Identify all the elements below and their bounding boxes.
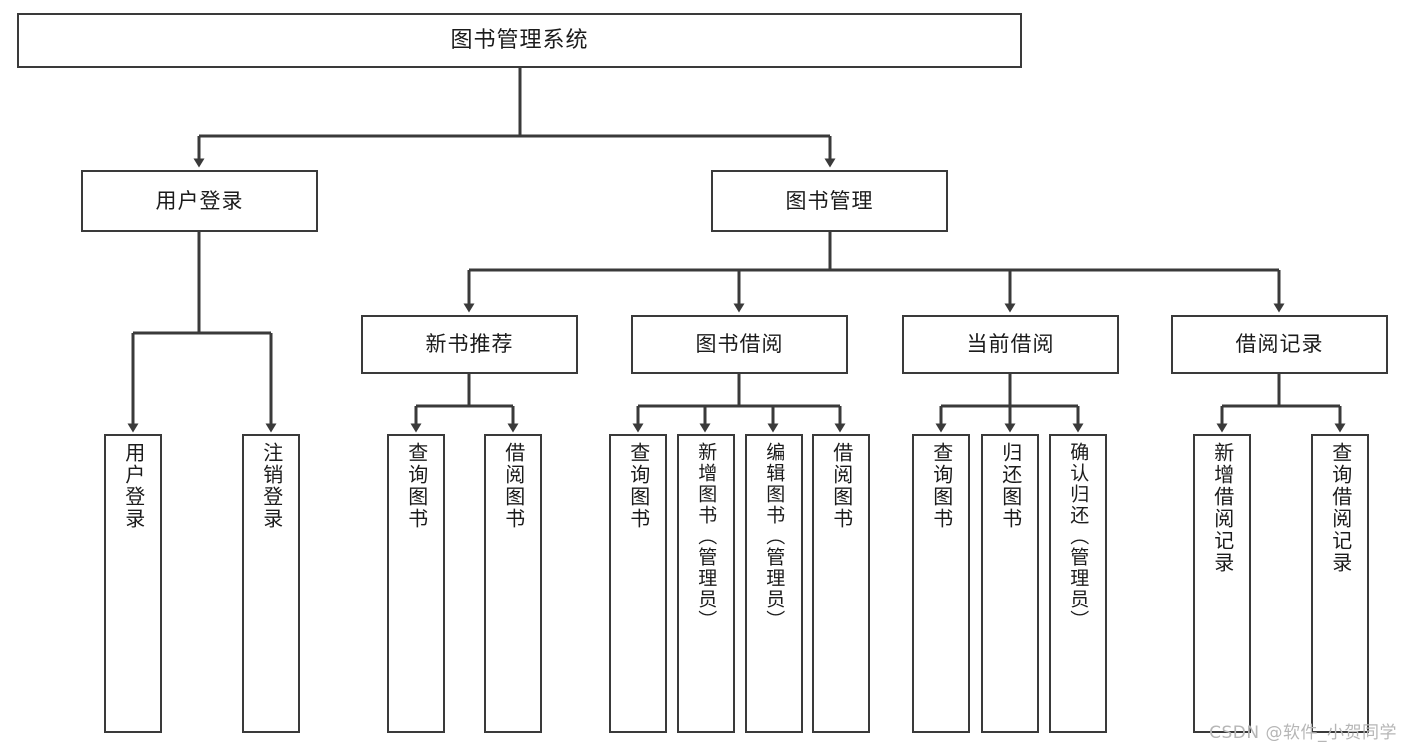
node-label: 图书借阅 <box>695 332 784 357</box>
leaf-borrow-book[interactable]: 借阅图书 <box>812 434 870 733</box>
node-label: 用户登录 <box>121 442 146 530</box>
node-label: 查询图书 <box>626 442 651 530</box>
node-label: 借阅图书 <box>829 442 854 530</box>
node-new-book-recommendation[interactable]: 新书推荐 <box>361 315 578 374</box>
node-label: 新书推荐 <box>425 332 514 357</box>
node-label: 查询借阅记录 <box>1328 442 1353 574</box>
leaf-return-book[interactable]: 归还图书 <box>981 434 1039 733</box>
leaf-edit-book-admin[interactable]: 编辑图书（管理员） <box>745 434 803 733</box>
node-label: 新增借阅记录 <box>1210 442 1235 574</box>
node-label: 当前借阅 <box>966 332 1055 357</box>
node-borrowing-record[interactable]: 借阅记录 <box>1171 315 1388 374</box>
node-label: 归还图书 <box>998 442 1023 530</box>
leaf-logout[interactable]: 注销登录 <box>242 434 300 733</box>
node-label: 查询图书 <box>404 442 429 530</box>
leaf-query-book-borrow[interactable]: 查询图书 <box>609 434 667 733</box>
node-label: 新增图书（管理员） <box>695 442 718 631</box>
leaf-query-book-recommend[interactable]: 查询图书 <box>387 434 445 733</box>
node-root-book-management-system[interactable]: 图书管理系统 <box>17 13 1022 68</box>
node-book-borrowing[interactable]: 图书借阅 <box>631 315 848 374</box>
leaf-query-borrow-record[interactable]: 查询借阅记录 <box>1311 434 1369 733</box>
node-label: 图书管理 <box>785 188 874 213</box>
leaf-add-borrow-record[interactable]: 新增借阅记录 <box>1193 434 1251 733</box>
node-user-login[interactable]: 用户登录 <box>81 170 318 232</box>
leaf-user-login[interactable]: 用户登录 <box>104 434 162 733</box>
leaf-borrow-book-recommend[interactable]: 借阅图书 <box>484 434 542 733</box>
leaf-confirm-return-admin[interactable]: 确认归还（管理员） <box>1049 434 1107 733</box>
node-label: 借阅图书 <box>501 442 526 530</box>
node-label: 注销登录 <box>259 442 284 530</box>
node-label: 查询图书 <box>929 442 954 530</box>
node-label: 借阅记录 <box>1235 332 1324 357</box>
leaf-add-book-admin[interactable]: 新增图书（管理员） <box>677 434 735 733</box>
node-label: 用户登录 <box>155 188 244 213</box>
node-book-management[interactable]: 图书管理 <box>711 170 948 232</box>
node-label: 确认归还（管理员） <box>1067 442 1090 631</box>
node-label: 编辑图书（管理员） <box>763 442 786 631</box>
leaf-query-book-current[interactable]: 查询图书 <box>912 434 970 733</box>
node-label: 图书管理系统 <box>450 27 589 53</box>
node-current-borrowing[interactable]: 当前借阅 <box>902 315 1119 374</box>
